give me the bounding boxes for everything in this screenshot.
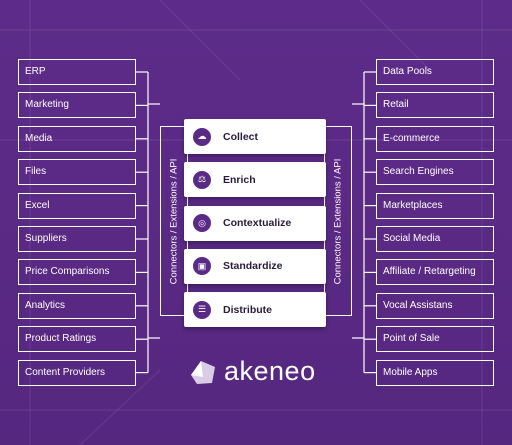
step-collect: ☁ Collect bbox=[184, 119, 326, 154]
source-item: Files bbox=[18, 159, 136, 186]
destination-item: Vocal Assistans bbox=[376, 292, 494, 319]
step-enrich: ⚖ Enrich bbox=[184, 162, 326, 198]
step-standardize: ▣ Standardize bbox=[184, 248, 326, 284]
destination-item: Retail bbox=[376, 92, 494, 119]
left-connector-label: Connectors / Extensions / API bbox=[168, 158, 180, 284]
collect-icon: ☁ bbox=[193, 127, 211, 146]
step-contextualize: ◎ Contextualize bbox=[184, 205, 326, 241]
step-label: Collect bbox=[223, 130, 259, 143]
destination-item: Data Pools bbox=[376, 59, 494, 85]
destination-item: Social Media bbox=[376, 226, 494, 252]
destination-item: Affiliate / Retargeting bbox=[376, 259, 494, 286]
step-label: Standardize bbox=[223, 260, 283, 273]
standardize-icon: ▣ bbox=[193, 257, 211, 276]
source-item: Price Comparisons bbox=[18, 259, 136, 286]
enrich-icon: ⚖ bbox=[193, 170, 211, 189]
source-item: Media bbox=[18, 125, 136, 152]
source-item: ERP bbox=[18, 59, 136, 85]
source-item: Analytics bbox=[18, 292, 136, 319]
source-item: Excel bbox=[18, 192, 136, 219]
contextualize-icon: ◎ bbox=[193, 214, 211, 233]
destination-item: Mobile Apps bbox=[376, 359, 494, 386]
destination-item: Marketplaces bbox=[376, 192, 494, 219]
distribute-icon: ☰ bbox=[193, 300, 211, 319]
destination-item: Search Engines bbox=[376, 159, 494, 186]
logo-wordmark: akeneo bbox=[224, 356, 316, 386]
source-item: Suppliers bbox=[18, 226, 136, 252]
destination-item: Point of Sale bbox=[376, 326, 494, 353]
step-label: Enrich bbox=[223, 173, 256, 186]
source-item: Content Providers bbox=[18, 359, 136, 386]
akeneo-logo: akeneo bbox=[188, 356, 316, 387]
akeneo-logo-icon bbox=[191, 360, 215, 384]
source-item: Marketing bbox=[18, 92, 136, 119]
destination-item: E-commerce bbox=[376, 125, 494, 152]
step-label: Contextualize bbox=[223, 217, 292, 230]
right-connector-label: Connectors / Extensions / API bbox=[332, 158, 344, 284]
step-label: Distribute bbox=[223, 303, 273, 316]
source-item: Product Ratings bbox=[18, 326, 136, 353]
step-distribute: ☰ Distribute bbox=[184, 292, 326, 328]
